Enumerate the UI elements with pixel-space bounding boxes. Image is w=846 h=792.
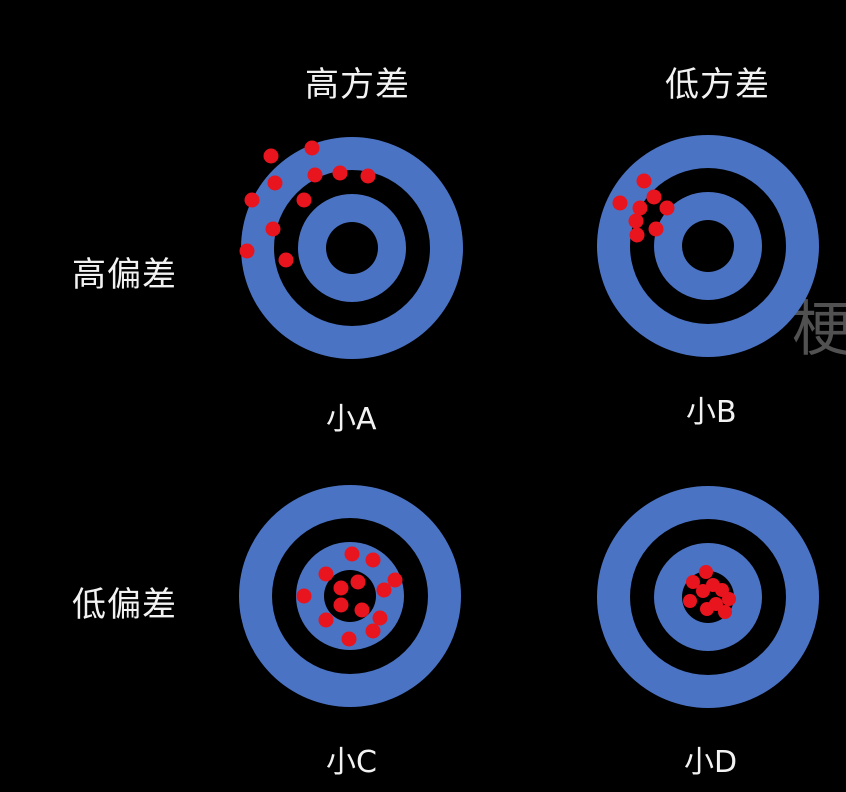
hit [239,243,255,259]
hit [296,192,312,208]
hit [333,580,349,596]
hit [387,572,403,588]
hit [646,189,662,205]
hit [344,546,360,562]
hit [365,623,381,639]
hit [278,252,294,268]
hit [265,221,281,237]
hit [354,602,370,618]
target-d [597,486,819,708]
hit [372,610,388,626]
target-a [239,137,463,359]
hit [696,584,710,598]
caption-d: 小D [684,745,738,780]
hit [333,597,349,613]
caption-c: 小C [326,745,377,780]
hit [360,168,376,184]
watermark: 梗 [792,295,846,365]
column-header-low-variance: 低方差 [665,65,770,105]
hit [683,594,697,608]
hit [304,140,320,156]
hit [636,173,652,189]
row-header-high-bias: 高偏差 [72,255,177,295]
hit [341,631,357,647]
hit [612,195,628,211]
hit [365,552,381,568]
target-d-hits [683,565,736,619]
hit [350,574,366,590]
hit [376,582,392,598]
hit [628,213,644,229]
hit [318,612,334,628]
hit [307,167,323,183]
hit [699,565,713,579]
target-c [239,485,461,707]
target-a-hits [239,140,376,268]
hit [659,200,675,216]
hit [267,175,283,191]
hit [318,566,334,582]
hit [648,221,664,237]
caption-b: 小B [686,395,737,430]
hit [332,165,348,181]
target-b-bullseye [682,220,734,272]
target-b [597,135,819,357]
hit [700,602,714,616]
row-header-low-bias: 低偏差 [72,585,177,625]
hit [296,588,312,604]
target-a-bullseye [326,222,378,274]
hit [718,605,732,619]
hit [263,148,279,164]
target-b-hits [612,173,675,243]
hit [632,200,648,216]
hit [244,192,260,208]
caption-a: 小A [326,402,377,437]
target-c-hits [296,546,403,647]
hit [722,592,736,606]
column-header-high-variance: 高方差 [305,65,410,105]
hit [629,227,645,243]
hit [686,575,700,589]
